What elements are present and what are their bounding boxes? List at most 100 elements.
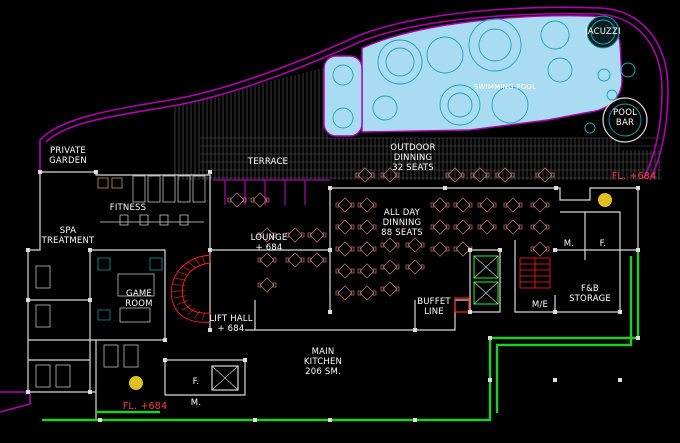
dining-table bbox=[337, 285, 353, 301]
dining-table bbox=[505, 197, 521, 213]
dining-chair bbox=[372, 290, 377, 296]
dining-chair bbox=[372, 202, 377, 208]
column bbox=[328, 248, 332, 252]
dining-chair bbox=[445, 224, 450, 230]
dining-table bbox=[309, 252, 325, 268]
column bbox=[163, 358, 167, 362]
dining-chair bbox=[380, 264, 385, 270]
dining-chair bbox=[335, 268, 340, 274]
dining-table bbox=[497, 167, 513, 183]
column bbox=[413, 328, 417, 332]
dining-chair bbox=[300, 257, 305, 263]
dining-chair bbox=[357, 202, 362, 208]
pool-ring bbox=[426, 36, 464, 74]
dining-chair bbox=[395, 172, 400, 178]
fitness-label: FITNESS bbox=[109, 203, 147, 213]
terrace-furniture bbox=[213, 179, 330, 205]
dining-chair bbox=[518, 202, 523, 208]
column bbox=[468, 310, 472, 314]
stair-tread bbox=[176, 300, 189, 305]
dining-table bbox=[382, 167, 398, 183]
dining-table bbox=[532, 241, 548, 257]
stair-tread bbox=[173, 277, 187, 281]
dining-table bbox=[359, 263, 375, 279]
dining-chair bbox=[380, 172, 385, 178]
dining-table bbox=[432, 241, 448, 257]
column bbox=[208, 328, 212, 332]
dining-chair bbox=[430, 224, 435, 230]
dining-table bbox=[455, 197, 471, 213]
dining-chair bbox=[485, 172, 490, 178]
swimming-pool-label: SWIMMING POOL bbox=[473, 83, 537, 91]
terrace-deck-hatching bbox=[174, 67, 662, 180]
dining-table bbox=[359, 285, 375, 301]
dining-chair bbox=[453, 246, 458, 252]
dining-chair bbox=[265, 197, 270, 203]
pool-ring bbox=[372, 95, 398, 121]
stair-tread bbox=[201, 312, 206, 321]
column bbox=[328, 186, 332, 190]
dining-table bbox=[359, 241, 375, 257]
column bbox=[498, 248, 502, 252]
dining-chair bbox=[420, 264, 425, 270]
dining-table bbox=[229, 192, 245, 208]
dining-chair bbox=[430, 246, 435, 252]
floor-level-bottom-label: FL. +684 bbox=[122, 401, 168, 412]
spiral-stair-treads bbox=[172, 255, 211, 321]
column bbox=[26, 390, 30, 394]
dining-chair bbox=[257, 282, 262, 288]
stair-tread bbox=[173, 295, 187, 299]
dining-chair bbox=[430, 202, 435, 208]
column bbox=[488, 336, 492, 340]
site-boundary bbox=[0, 6, 669, 413]
dining-chair bbox=[495, 172, 500, 178]
dining-table bbox=[309, 227, 325, 243]
lounge-label: LOUNGE+ 684 bbox=[250, 233, 288, 253]
dining-chair bbox=[300, 232, 305, 238]
column bbox=[253, 418, 257, 422]
column bbox=[26, 248, 30, 252]
dining-table bbox=[432, 219, 448, 235]
dining-chair bbox=[380, 242, 385, 248]
dining-chair bbox=[350, 202, 355, 208]
dining-chair bbox=[405, 264, 410, 270]
dining-chair bbox=[350, 246, 355, 252]
dining-table bbox=[455, 241, 471, 257]
female-wc-upper-label: F. bbox=[599, 239, 607, 249]
terrace-label: TERRACE bbox=[247, 157, 289, 167]
dining-chair bbox=[510, 172, 515, 178]
dining-chair bbox=[350, 224, 355, 230]
column bbox=[468, 248, 472, 252]
pool-ring bbox=[332, 64, 354, 86]
dining-table bbox=[472, 167, 488, 183]
column bbox=[94, 170, 98, 174]
stair-tread bbox=[172, 290, 186, 292]
dining-table bbox=[479, 197, 495, 213]
pool-ring bbox=[332, 107, 354, 129]
floor-level-top-label: FL. +684 bbox=[611, 171, 657, 182]
dining-chair bbox=[285, 232, 290, 238]
dining-table bbox=[382, 259, 398, 275]
column bbox=[208, 170, 212, 174]
stair-tread bbox=[181, 304, 192, 311]
female-wc-lower-label: F. bbox=[192, 377, 200, 387]
pool-ring bbox=[547, 57, 573, 83]
column bbox=[618, 310, 622, 314]
dining-chair bbox=[335, 246, 340, 252]
dining-table bbox=[259, 277, 275, 293]
dining-chair bbox=[257, 257, 262, 263]
dining-table bbox=[455, 219, 471, 235]
dining-table bbox=[407, 259, 423, 275]
dining-chair bbox=[395, 286, 400, 292]
building-walls bbox=[27, 171, 639, 421]
dining-chair bbox=[530, 202, 535, 208]
dining-chair bbox=[468, 202, 473, 208]
elevators bbox=[211, 255, 499, 391]
column bbox=[243, 358, 247, 362]
column bbox=[88, 390, 92, 394]
column bbox=[553, 310, 557, 314]
dining-chair bbox=[530, 224, 535, 230]
